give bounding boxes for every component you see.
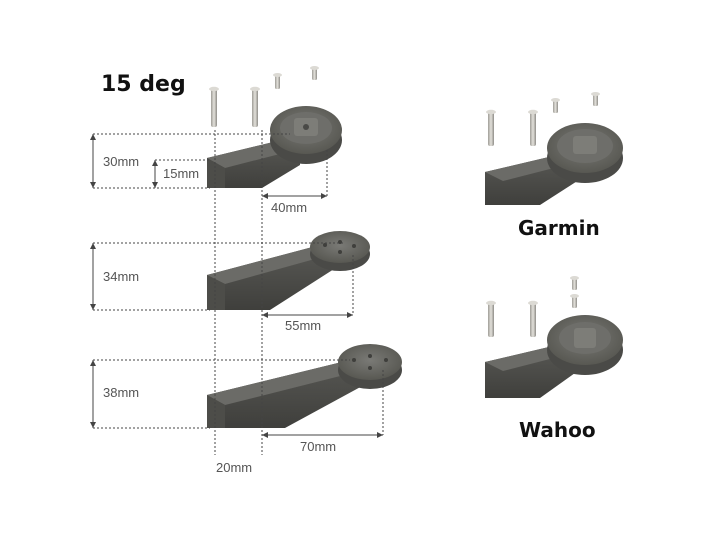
- dimension-guides: [92, 130, 384, 455]
- screw-long-1: [209, 86, 219, 127]
- screw-short-1: [273, 73, 282, 89]
- wahoo-label: Wahoo: [519, 418, 596, 442]
- height-inner-label: 15mm: [163, 166, 200, 181]
- garmin-screw-2: [528, 109, 538, 146]
- reach-top-label: 40mm: [271, 200, 308, 215]
- height-bottom-label: 38mm: [103, 385, 140, 400]
- garmin-label: Garmin: [518, 216, 600, 240]
- height-middle-label: 34mm: [103, 269, 140, 284]
- mount-head-middle: [310, 231, 370, 271]
- reach-middle-label: 55mm: [285, 318, 322, 333]
- screw-short-2: [310, 66, 319, 80]
- garmin-screw-4: [591, 92, 600, 106]
- mount-head-bottom: [338, 344, 402, 389]
- garmin-screw-3: [551, 98, 560, 113]
- mount-bottom: [207, 344, 402, 428]
- reach-bottom-label: 70mm: [300, 439, 337, 454]
- mount-top: [207, 66, 342, 188]
- page-title: 15 deg: [101, 72, 186, 97]
- wahoo-assembly: [485, 276, 623, 398]
- garmin-assembly: [485, 92, 623, 205]
- mount-middle: [207, 231, 370, 310]
- wahoo-screw-2: [528, 300, 538, 337]
- screw-long-2: [250, 86, 260, 127]
- dimension-arrows: [90, 134, 383, 438]
- mount-head-top: [270, 106, 342, 164]
- garmin-screw-1: [486, 109, 496, 146]
- wahoo-screw-1: [486, 300, 496, 337]
- wahoo-screw-3: [570, 276, 579, 290]
- width-label: 20mm: [216, 460, 253, 475]
- height-top-label: 30mm: [103, 154, 140, 169]
- wahoo-screw-4: [570, 294, 579, 308]
